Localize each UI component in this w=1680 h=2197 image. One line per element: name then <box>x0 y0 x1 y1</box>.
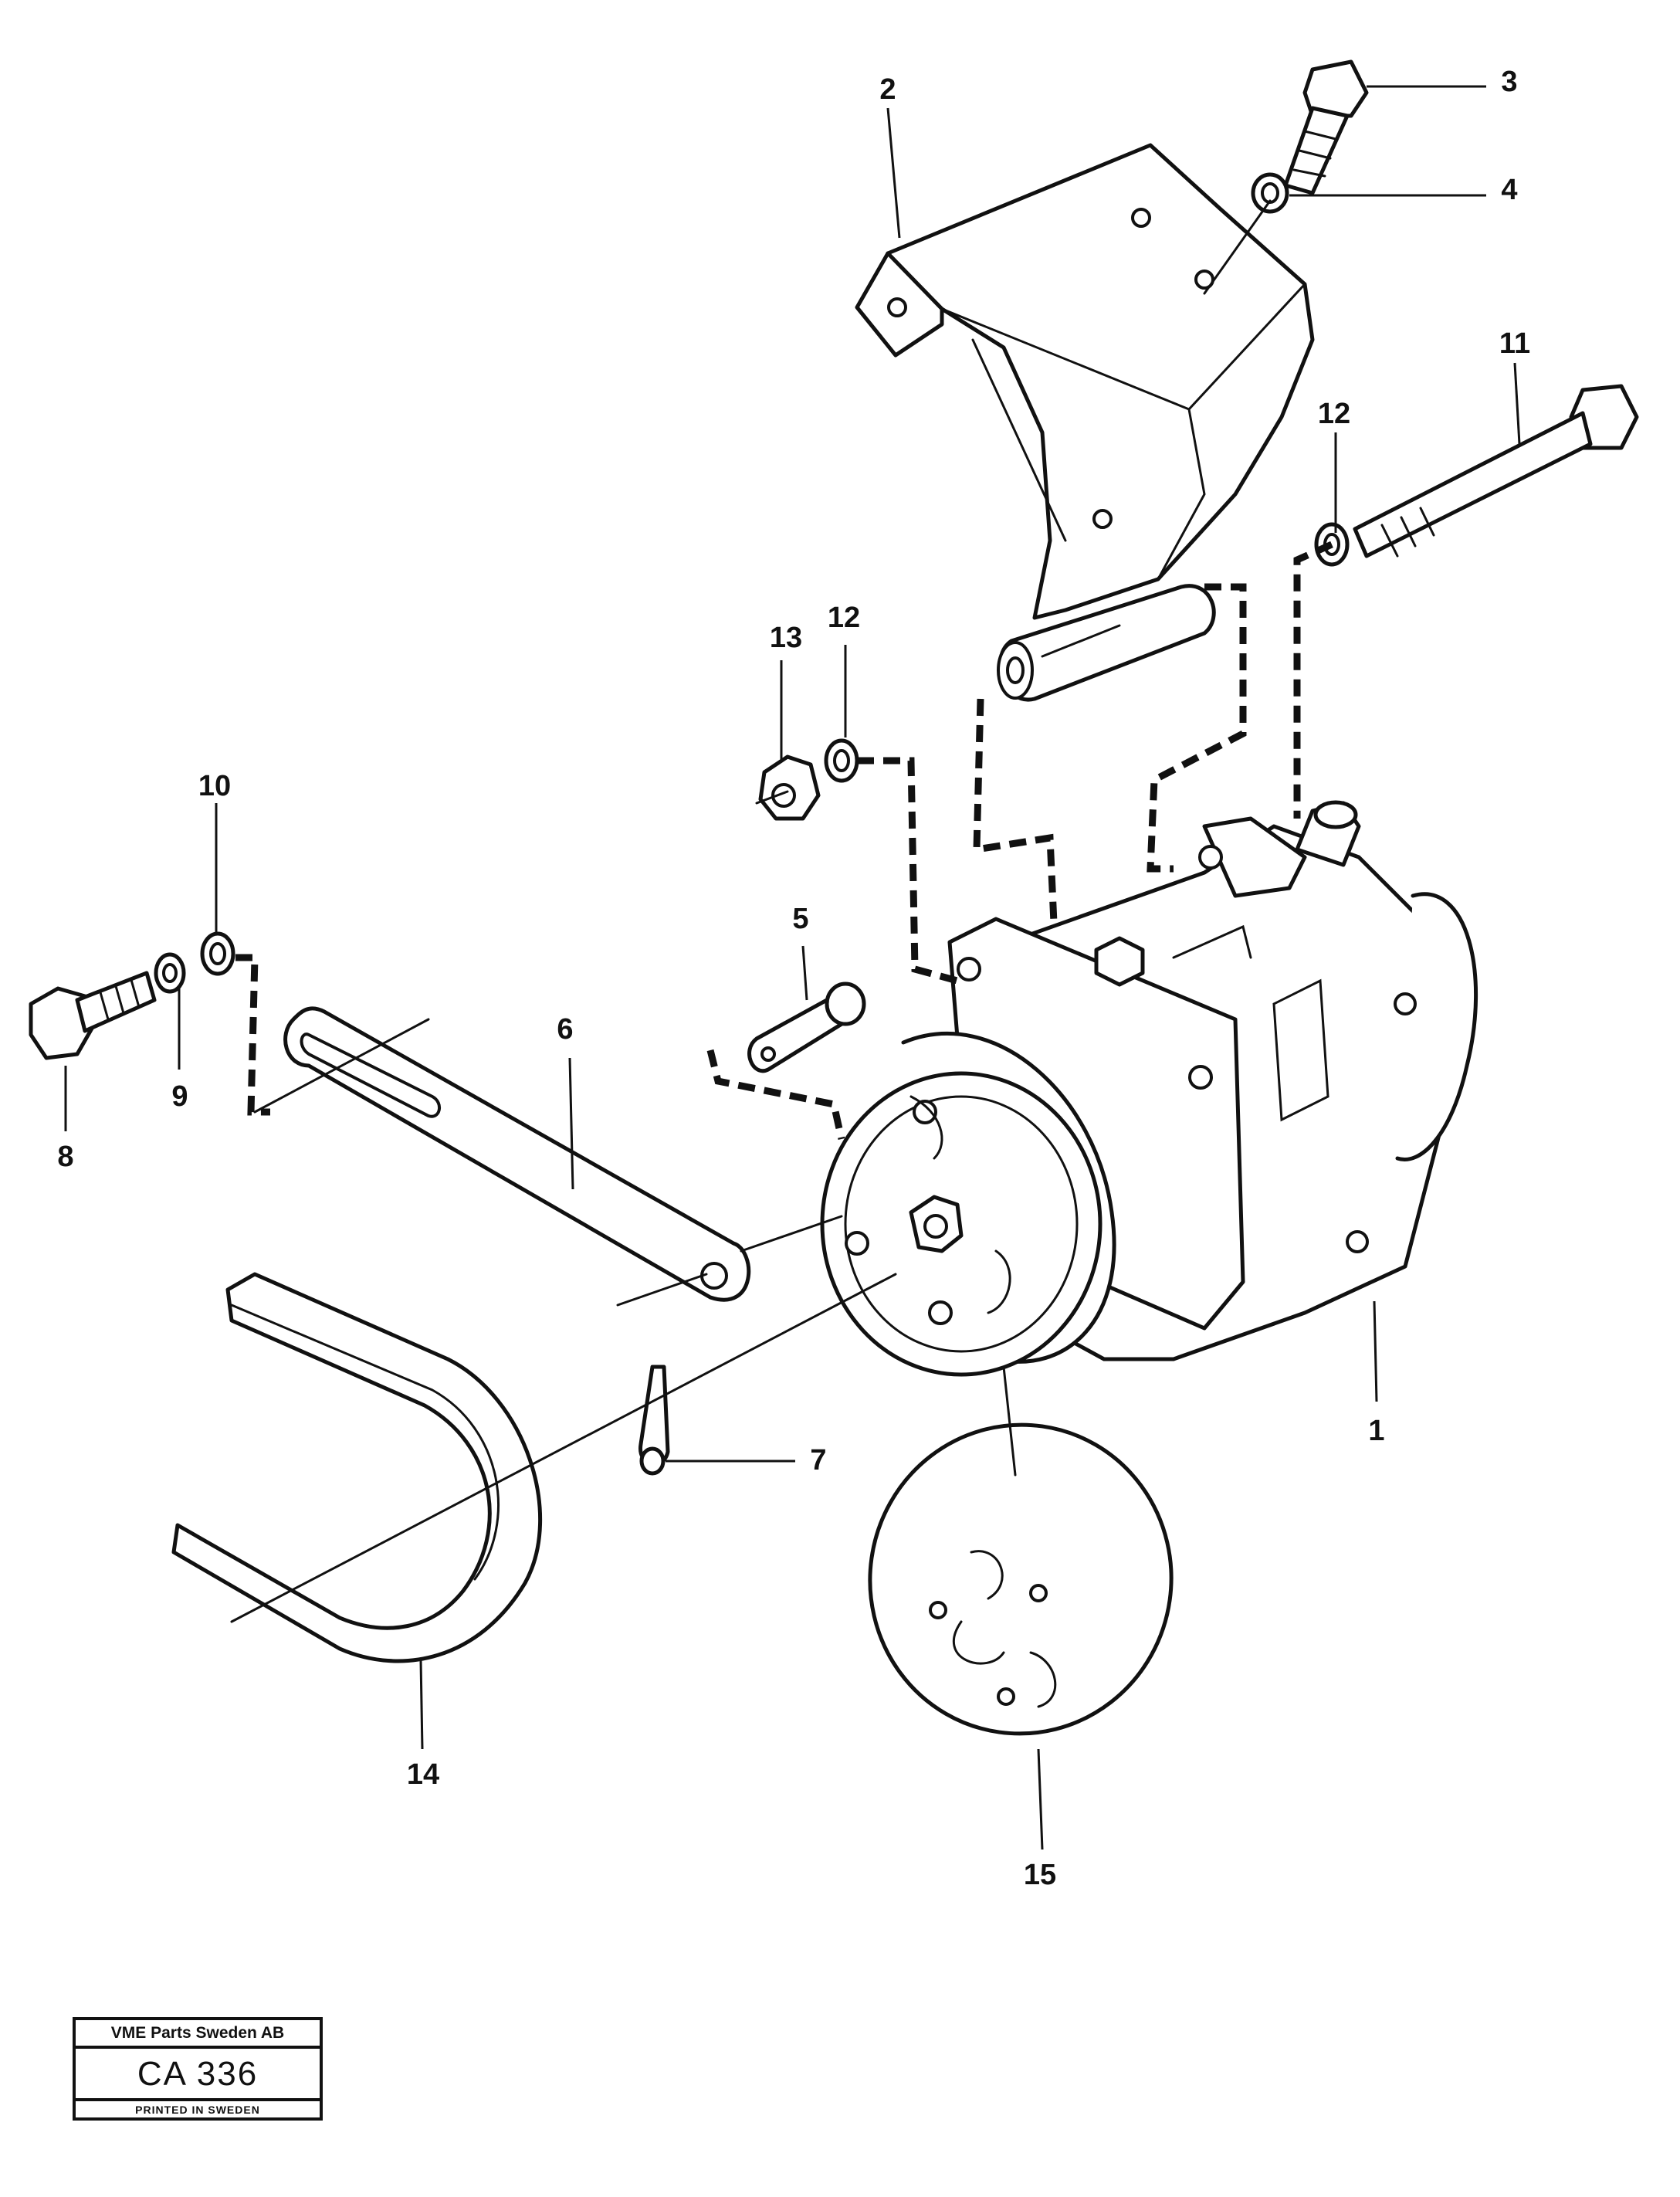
center-lines <box>230 1018 1017 1623</box>
stamp-company: VME Parts Sweden AB <box>76 2020 320 2049</box>
callout-5: 5 <box>792 903 808 935</box>
bolt-3 <box>1203 59 1369 295</box>
callout-9: 9 <box>171 1080 188 1113</box>
stamp-printed: PRINTED IN SWEDEN <box>135 2104 260 2116</box>
callout-15: 15 <box>1024 1859 1056 1891</box>
bolt-8 <box>29 931 235 1060</box>
callout-12-left: 12 <box>828 602 860 634</box>
bolt-11 <box>1314 384 1639 567</box>
pin-5 <box>747 982 866 1073</box>
v-belt <box>171 1272 543 1663</box>
callout-1: 1 <box>1368 1415 1384 1447</box>
callout-11: 11 <box>1499 327 1530 360</box>
callout-7: 7 <box>810 1444 826 1477</box>
callout-4: 4 <box>1501 174 1517 206</box>
mounting-bracket <box>855 143 1315 702</box>
callout-8: 8 <box>57 1141 73 1173</box>
adjusting-link <box>283 1006 751 1302</box>
callout-3: 3 <box>1501 66 1517 98</box>
parts-stamp: VME Parts Sweden AB CA 336 PRINTED IN SW… <box>73 2017 323 2121</box>
callout-2: 2 <box>879 73 896 106</box>
compressor <box>820 800 1478 1377</box>
leader-lines <box>64 85 1521 1850</box>
callout-12-right: 12 <box>1318 398 1350 430</box>
stamp-code: CA 336 <box>76 2049 320 2101</box>
clutch-disc <box>868 1422 1174 1736</box>
callout-14: 14 <box>407 1758 439 1791</box>
callout-labels: 1 2 3 4 5 6 7 8 9 10 11 12 12 13 14 15 <box>57 66 1530 1891</box>
callout-10: 10 <box>198 770 231 802</box>
nut-13 <box>755 738 859 821</box>
assembly-lines <box>235 541 1333 1140</box>
split-pin <box>638 1365 670 1476</box>
callout-13: 13 <box>770 622 802 654</box>
callout-6: 6 <box>557 1013 573 1046</box>
